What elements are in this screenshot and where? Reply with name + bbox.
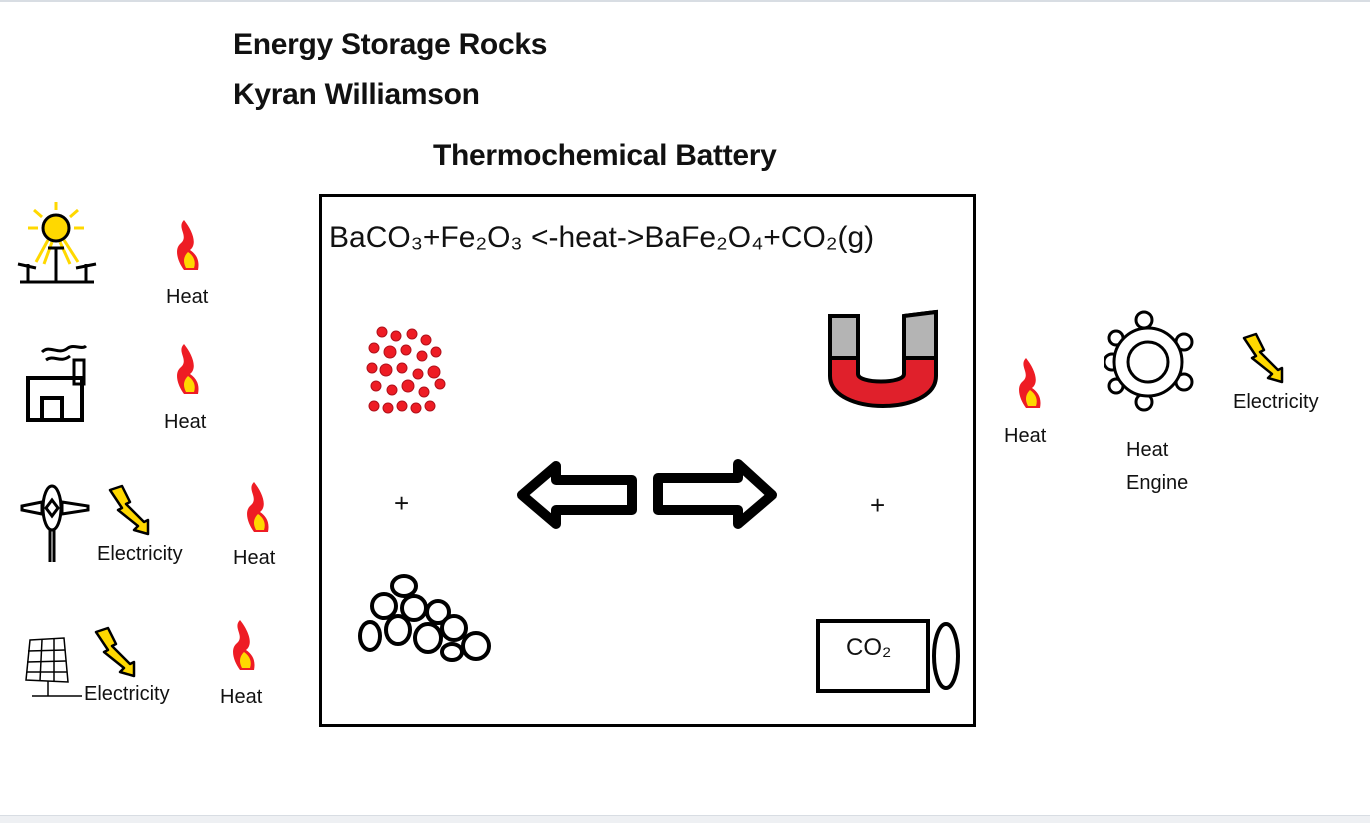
heat-label: Heat [1004,425,1047,447]
lightning-bolt-icon [94,626,136,678]
top-border [0,0,1370,2]
flame-icon [233,620,255,670]
solar-concentrator-icon [17,202,97,284]
heat-engine-gear-icon [1104,310,1194,412]
author-name: Kyran Williamson [233,78,480,111]
flame-icon [177,220,199,270]
flame-icon [247,482,269,532]
heat-engine-label: Heat [1126,439,1169,461]
flame-icon [1019,358,1041,408]
flame-icon [177,344,199,394]
bottom-border [0,815,1370,823]
plus-sign: + [870,490,886,520]
reversible-reaction-arrows [517,459,777,529]
diagram-subtitle: Thermochemical Battery [433,139,777,172]
solar-panel-icon [25,637,82,697]
electricity-label: Electricity [84,683,170,705]
reaction-equation: BaCO₃+Fe₂O₃ <-heat->BaFe₂O₄+CO₂(g) [329,221,875,254]
heat-label: Heat [166,286,209,308]
lightning-bolt-icon [1242,332,1284,384]
electricity-label: Electricity [1233,391,1319,413]
factory-icon [26,344,88,422]
iron-oxide-powder-icon [366,326,446,414]
heat-label: Heat [220,686,263,708]
plus-sign: + [394,488,410,518]
rocks-pile-icon [358,574,491,662]
co2-tank-icon [816,619,960,693]
page-title: Energy Storage Rocks [233,28,548,61]
lightning-bolt-icon [108,484,150,536]
magnet-icon [828,309,938,408]
heat-engine-label: Engine [1126,472,1189,494]
co2-label: CO₂ [846,634,892,661]
heat-label: Heat [164,411,207,433]
heat-label: Heat [233,547,276,569]
wind-turbine-icon [20,484,90,562]
electricity-label: Electricity [97,543,183,565]
